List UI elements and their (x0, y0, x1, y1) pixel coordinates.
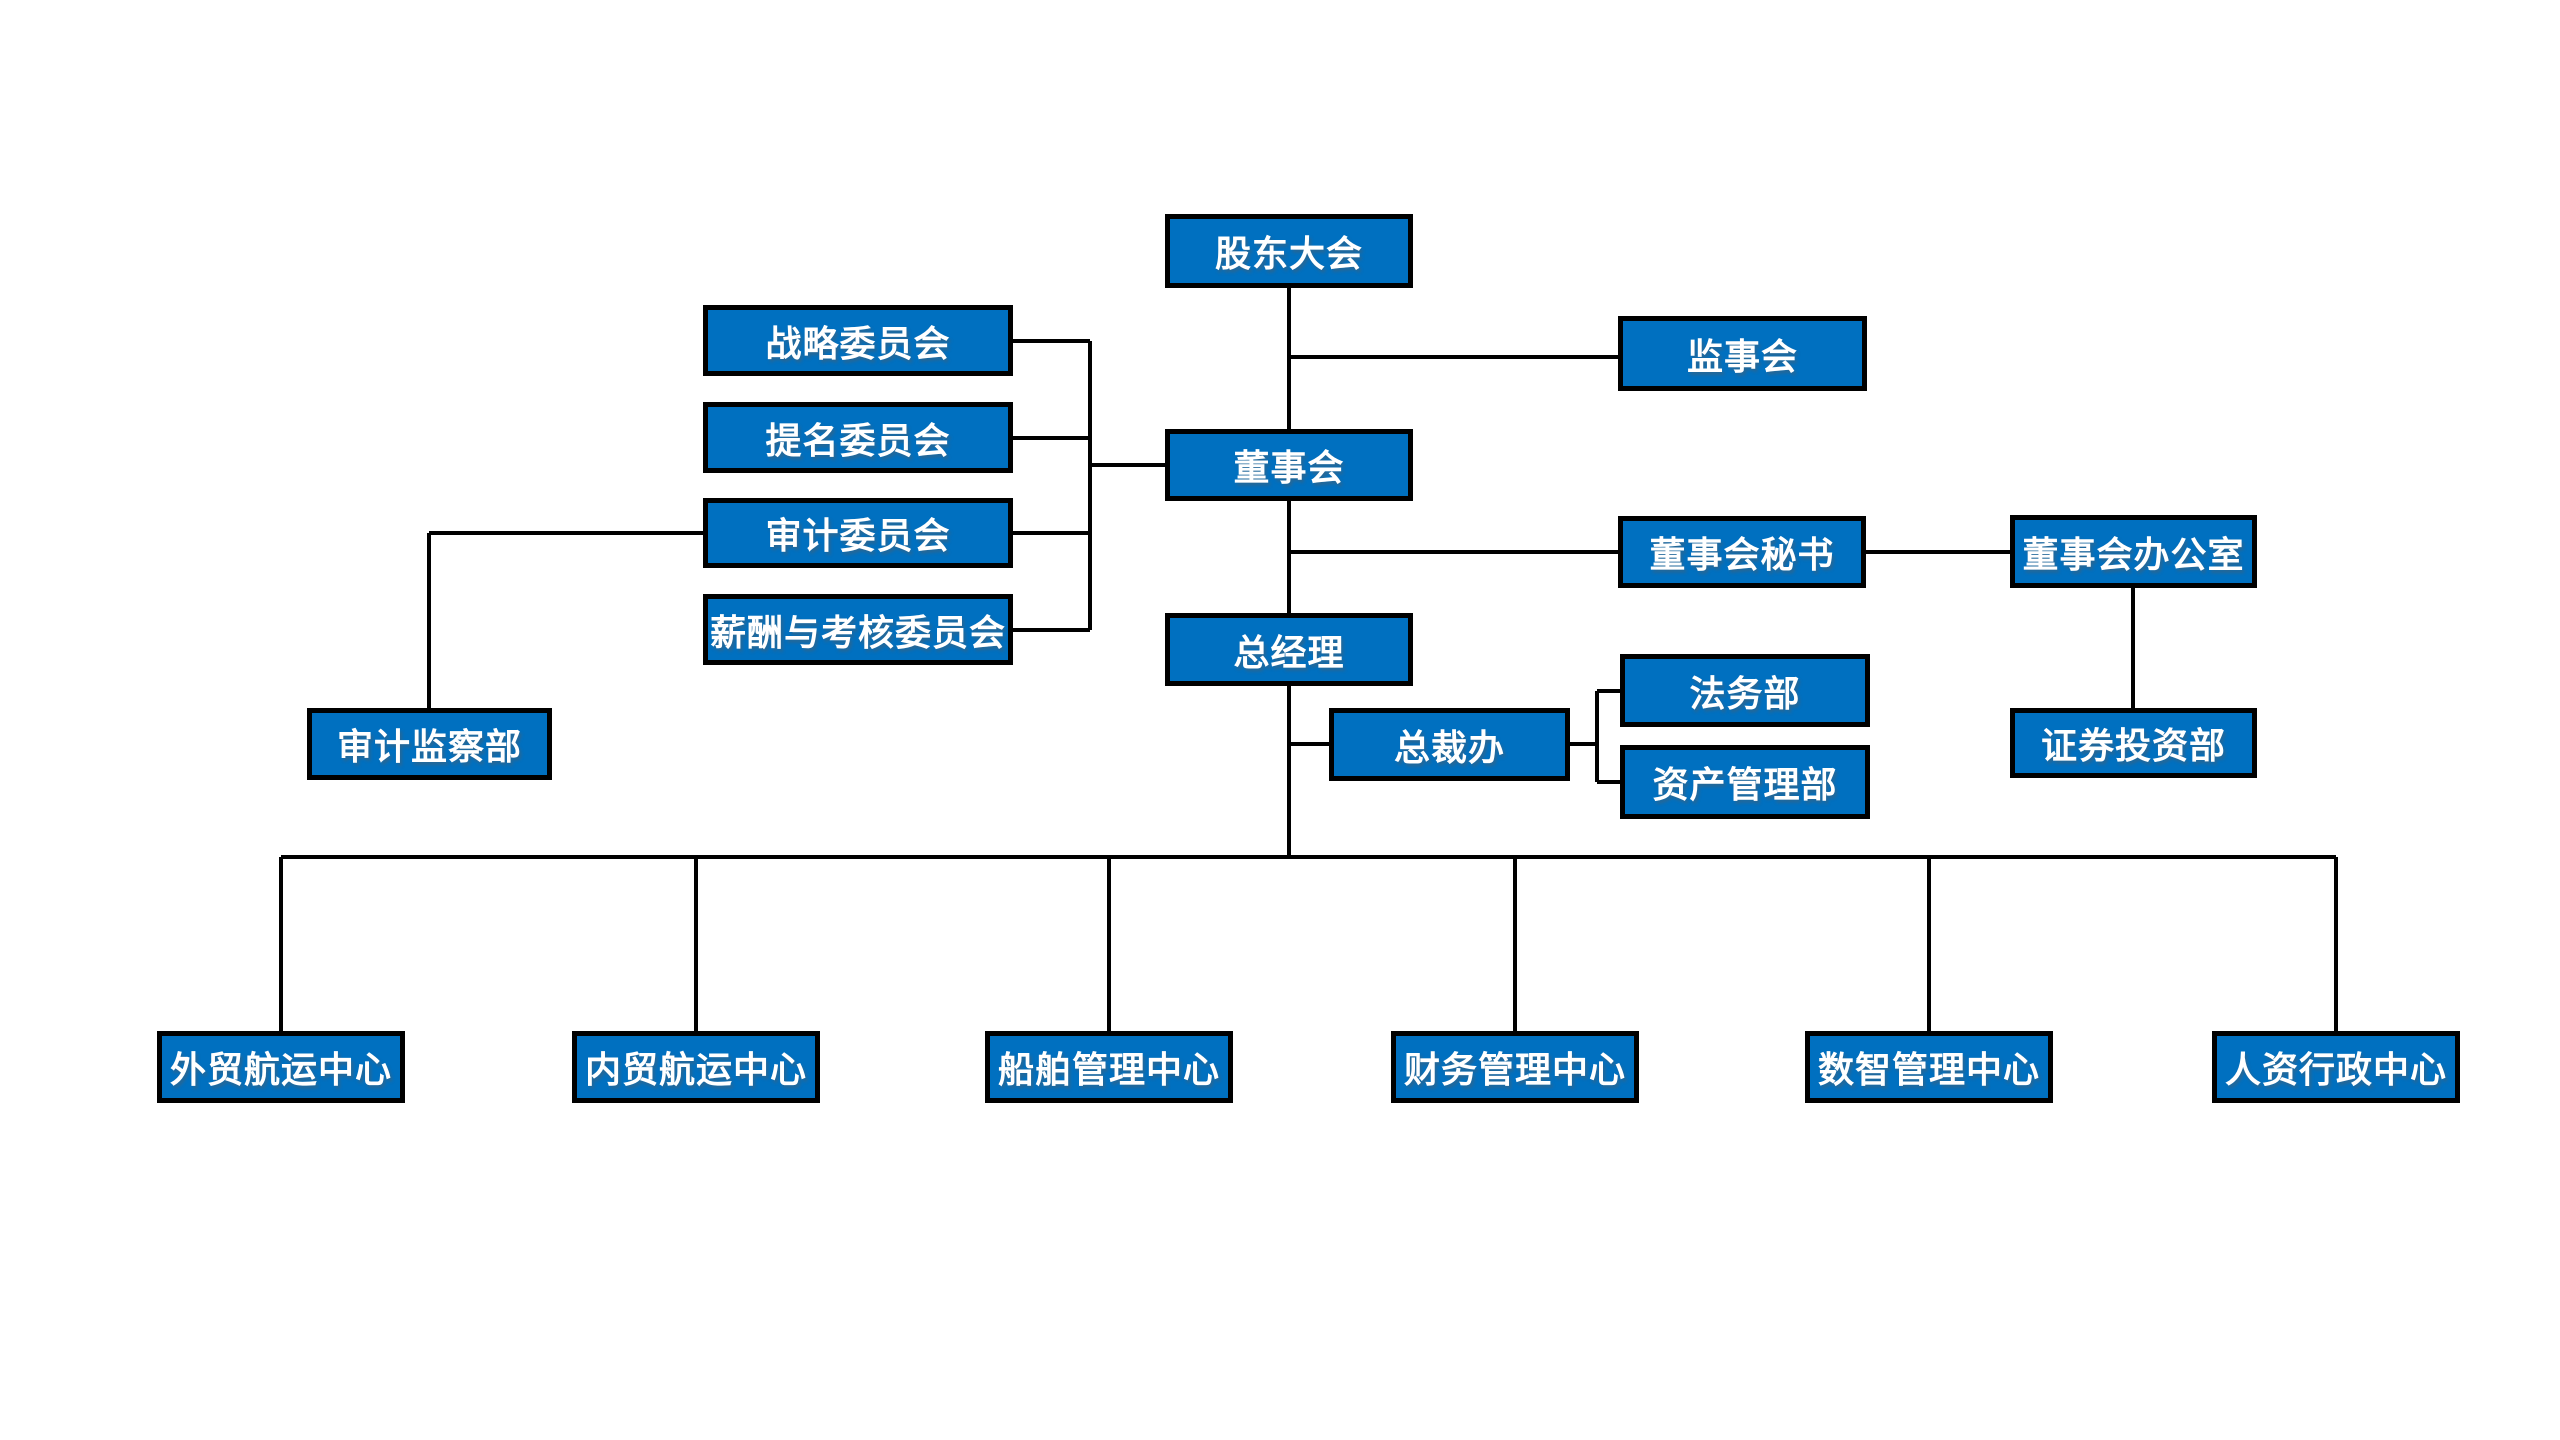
org-node-audit-committee[interactable]: 审计委员会 (703, 498, 1013, 568)
connector-line (1597, 780, 1620, 784)
connector-line (2131, 588, 2135, 708)
connector-line (2334, 857, 2338, 1031)
org-node-audit-supervision-dept[interactable]: 审计监察部 (307, 708, 552, 780)
org-node-label: 船舶管理中心 (997, 1049, 1220, 1090)
org-node-label: 董事会 (1233, 447, 1345, 488)
connector-line (1013, 531, 1090, 535)
org-node-label: 资产管理部 (1652, 764, 1838, 805)
org-node-label: 薪酬与考核委员会 (709, 611, 1006, 653)
org-node-board-of-directors[interactable]: 董事会 (1165, 429, 1413, 501)
org-node-securities-investment-dept[interactable]: 证券投资部 (2010, 708, 2257, 778)
connector-line (427, 533, 431, 708)
connector-line (429, 531, 703, 535)
org-node-label: 总裁办 (1393, 726, 1505, 768)
org-node-digital-management-center[interactable]: 数智管理中心 (1805, 1031, 2053, 1103)
org-node-label: 法务部 (1689, 672, 1801, 714)
connector-line (1570, 742, 1597, 746)
connector-line (1866, 550, 2010, 554)
org-node-label: 人资行政中心 (2224, 1049, 2447, 1090)
connector-line (1287, 686, 1291, 857)
connector-line (1090, 463, 1165, 467)
org-node-label: 审计监察部 (336, 726, 522, 767)
org-node-supervisory-board[interactable]: 监事会 (1618, 316, 1867, 391)
org-node-label: 财务管理中心 (1403, 1049, 1626, 1090)
org-node-label: 股东大会 (1214, 233, 1363, 274)
connector-line (1595, 691, 1599, 782)
org-node-asset-management-dept[interactable]: 资产管理部 (1620, 745, 1870, 819)
connector-line (281, 855, 2336, 859)
connector-line (1013, 628, 1090, 632)
org-node-board-secretary[interactable]: 董事会秘书 (1618, 516, 1866, 588)
connector-line (1289, 355, 1618, 359)
org-node-label: 数智管理中心 (1817, 1049, 2040, 1090)
org-node-label: 外贸航运中心 (169, 1049, 392, 1090)
connector-line (1597, 689, 1620, 693)
connector-line (694, 857, 698, 1031)
connector-line (1013, 436, 1090, 440)
connector-line (1088, 341, 1092, 630)
org-node-president-office[interactable]: 总裁办 (1329, 708, 1570, 781)
org-node-nomination-committee[interactable]: 提名委员会 (703, 402, 1013, 473)
org-node-shareholders-meeting[interactable]: 股东大会 (1165, 214, 1413, 288)
org-node-compensation-committee[interactable]: 薪酬与考核委员会 (703, 594, 1013, 665)
org-node-ship-management-center[interactable]: 船舶管理中心 (985, 1031, 1233, 1103)
org-node-board-office[interactable]: 董事会办公室 (2010, 515, 2257, 588)
org-node-hr-admin-center[interactable]: 人资行政中心 (2212, 1031, 2460, 1103)
connector-line (279, 857, 283, 1031)
org-node-label: 董事会办公室 (2022, 533, 2245, 575)
org-node-general-manager[interactable]: 总经理 (1165, 613, 1413, 686)
org-node-domestic-trade-shipping-center[interactable]: 内贸航运中心 (572, 1031, 820, 1103)
org-node-label: 提名委员会 (765, 419, 951, 461)
connector-line (1013, 339, 1090, 343)
org-node-label: 监事会 (1686, 335, 1798, 377)
org-node-label: 总经理 (1233, 631, 1345, 673)
connector-line (1107, 857, 1111, 1031)
org-node-foreign-trade-shipping-center[interactable]: 外贸航运中心 (157, 1031, 405, 1103)
connector-line (1289, 550, 1618, 554)
org-node-label: 内贸航运中心 (584, 1049, 807, 1090)
connector-line (1927, 857, 1931, 1031)
connector-line (1289, 742, 1329, 746)
org-node-label: 审计委员会 (765, 515, 951, 556)
org-node-label: 证券投资部 (2040, 725, 2226, 766)
org-node-label: 战略委员会 (765, 322, 951, 364)
org-node-label: 董事会秘书 (1649, 534, 1835, 575)
org-node-finance-management-center[interactable]: 财务管理中心 (1391, 1031, 1639, 1103)
org-node-strategy-committee[interactable]: 战略委员会 (703, 305, 1013, 376)
connector-line (1287, 501, 1291, 613)
connector-line (1513, 857, 1517, 1031)
org-node-legal-dept[interactable]: 法务部 (1620, 654, 1870, 727)
